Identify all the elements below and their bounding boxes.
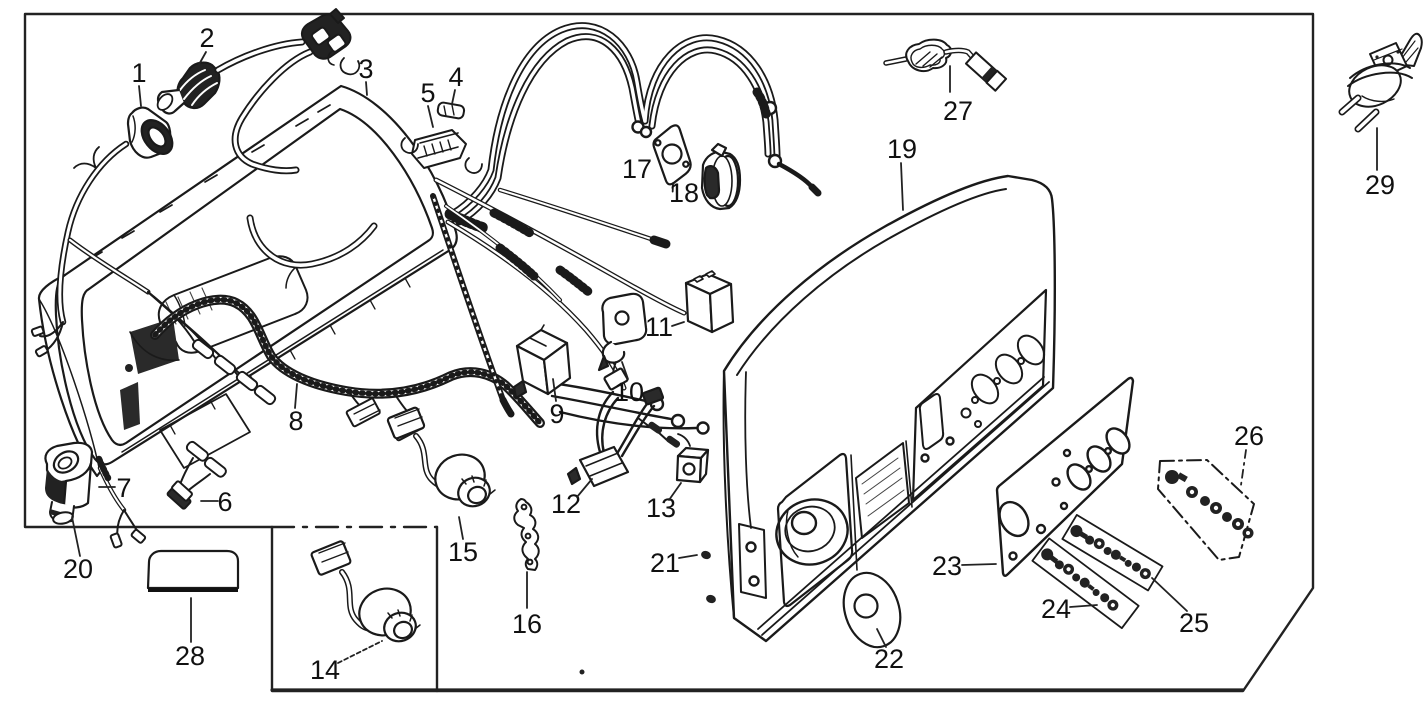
svg-text:29: 29 bbox=[1365, 170, 1395, 200]
svg-text:9: 9 bbox=[549, 399, 564, 429]
svg-text:2: 2 bbox=[199, 23, 214, 53]
svg-text:3: 3 bbox=[358, 54, 373, 84]
svg-text:1: 1 bbox=[131, 58, 146, 88]
svg-text:4: 4 bbox=[448, 62, 463, 92]
svg-text:10: 10 bbox=[614, 377, 644, 407]
svg-text:5: 5 bbox=[420, 78, 435, 108]
svg-text:23: 23 bbox=[932, 551, 962, 581]
svg-text:15: 15 bbox=[448, 537, 478, 567]
svg-text:7: 7 bbox=[116, 473, 131, 503]
svg-text:6: 6 bbox=[217, 487, 232, 517]
svg-text:18: 18 bbox=[669, 178, 699, 208]
svg-text:16: 16 bbox=[512, 609, 542, 639]
svg-text:21: 21 bbox=[650, 548, 680, 578]
svg-text:19: 19 bbox=[887, 134, 917, 164]
svg-text:25: 25 bbox=[1179, 608, 1209, 638]
svg-text:28: 28 bbox=[175, 641, 205, 671]
svg-text:8: 8 bbox=[288, 406, 303, 436]
svg-text:27: 27 bbox=[943, 96, 973, 126]
svg-text:17: 17 bbox=[622, 154, 652, 184]
svg-text:12: 12 bbox=[551, 489, 581, 519]
svg-text:20: 20 bbox=[63, 554, 93, 584]
svg-text:14: 14 bbox=[310, 655, 340, 685]
svg-text:24: 24 bbox=[1041, 594, 1071, 624]
svg-text:22: 22 bbox=[874, 644, 904, 674]
svg-text:11: 11 bbox=[645, 312, 673, 342]
svg-text:26: 26 bbox=[1234, 421, 1264, 451]
